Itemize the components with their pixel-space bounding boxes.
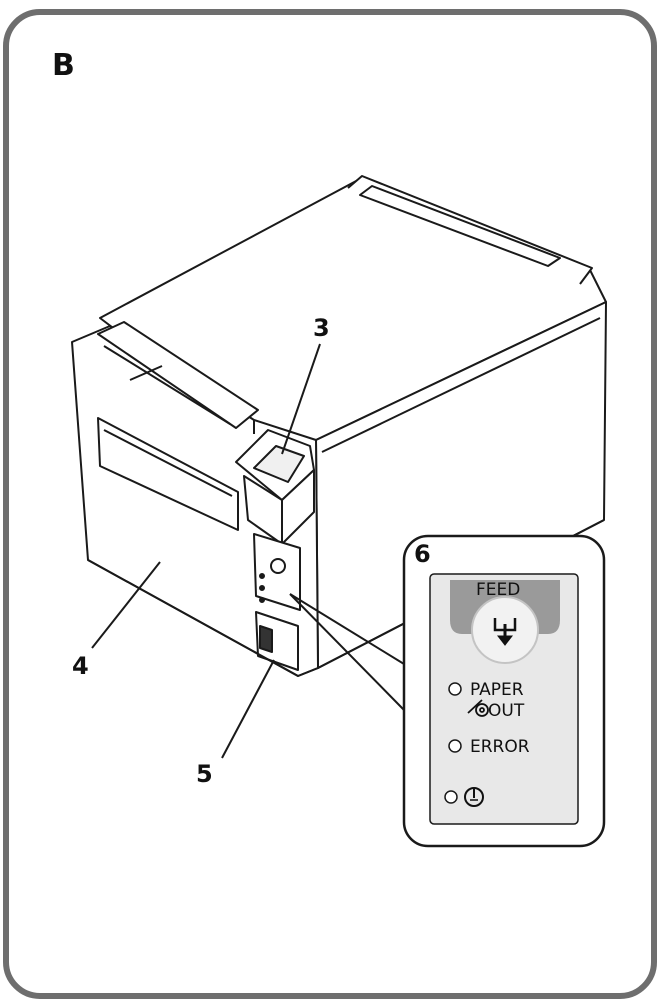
control-panel-callout	[402, 534, 606, 848]
paper-exit	[97, 321, 259, 429]
control-panel-face	[429, 573, 579, 825]
leader-line-6a	[289, 593, 405, 665]
callout-4-label: 4	[72, 652, 89, 680]
panel-strip-led-1	[259, 573, 265, 579]
panel-strip-led-3	[259, 597, 265, 603]
leader-line-4	[91, 561, 161, 649]
panel-strip-button	[270, 558, 286, 574]
paper-exit-slot	[103, 345, 231, 425]
leader-line-6b	[289, 593, 405, 711]
callout-6-label: 6	[414, 540, 431, 568]
callout-3-label: 3	[313, 314, 330, 342]
out-label: OUT	[488, 701, 525, 721]
paper-label: PAPER	[470, 680, 524, 700]
printer-right-inner	[321, 317, 601, 453]
leader-lines	[91, 343, 405, 759]
paper-roll-icon	[467, 699, 489, 717]
leader-line-5	[221, 659, 275, 759]
error-led	[448, 739, 462, 753]
printer-ridge-groove	[359, 185, 561, 267]
front-window-inner	[103, 429, 233, 497]
paper-out-led	[448, 682, 462, 696]
leader-line-3	[281, 343, 321, 455]
figure-letter: B	[52, 48, 75, 83]
power-led	[444, 790, 458, 804]
cover-button	[253, 445, 305, 483]
power-icon	[464, 787, 484, 807]
cover-button-side	[281, 469, 315, 545]
paper-exit-mark	[129, 365, 163, 381]
feed-label: FEED	[476, 580, 521, 600]
power-switch-slot	[259, 625, 273, 653]
error-label: ERROR	[470, 737, 530, 757]
callout-5-label: 5	[196, 760, 213, 788]
feed-arrow-icon	[493, 618, 517, 646]
panel-strip-led-2	[259, 585, 265, 591]
printer-illustration	[71, 175, 607, 677]
printer-rear-ridge	[347, 175, 593, 285]
connector-cover	[255, 611, 299, 671]
